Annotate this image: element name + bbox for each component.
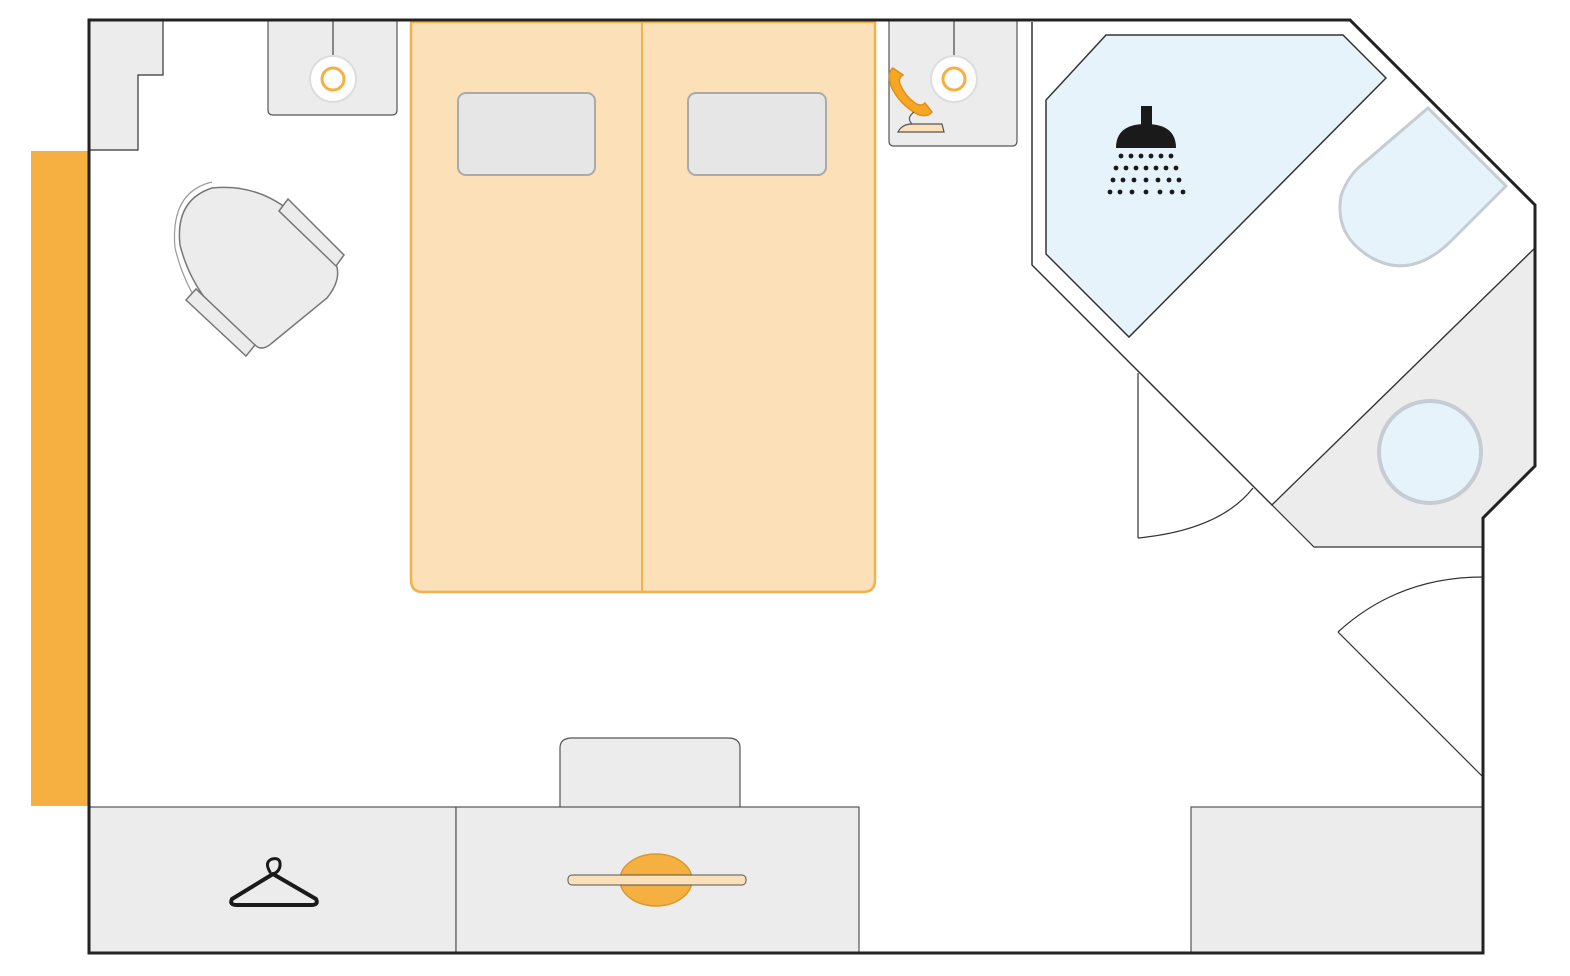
nightstand-right [888, 19, 1018, 147]
bathroom-door [1137, 373, 1254, 539]
shower-icon [1107, 106, 1186, 195]
vanity-icon [567, 853, 747, 907]
shower [1045, 34, 1388, 339]
nightstand-left [267, 19, 398, 116]
cabinet [1190, 806, 1484, 954]
desk [455, 737, 860, 954]
sink-basin [1377, 399, 1483, 505]
phone-icon [888, 67, 945, 133]
wall-niche [88, 19, 164, 151]
pillow-right [687, 92, 827, 176]
sink-counter [1271, 246, 1536, 548]
window [31, 151, 89, 806]
pillow-left [457, 92, 596, 176]
lamp-icon [309, 20, 357, 103]
toilet [1338, 105, 1509, 268]
entrance-door [1337, 576, 1484, 778]
hanger-icon [229, 857, 319, 907]
double-bed [409, 20, 877, 594]
outer-wall [87, 18, 1537, 955]
lamp-icon [930, 20, 978, 103]
armchair [173, 181, 345, 358]
wardrobe [88, 806, 457, 954]
desk-stool [559, 737, 741, 807]
